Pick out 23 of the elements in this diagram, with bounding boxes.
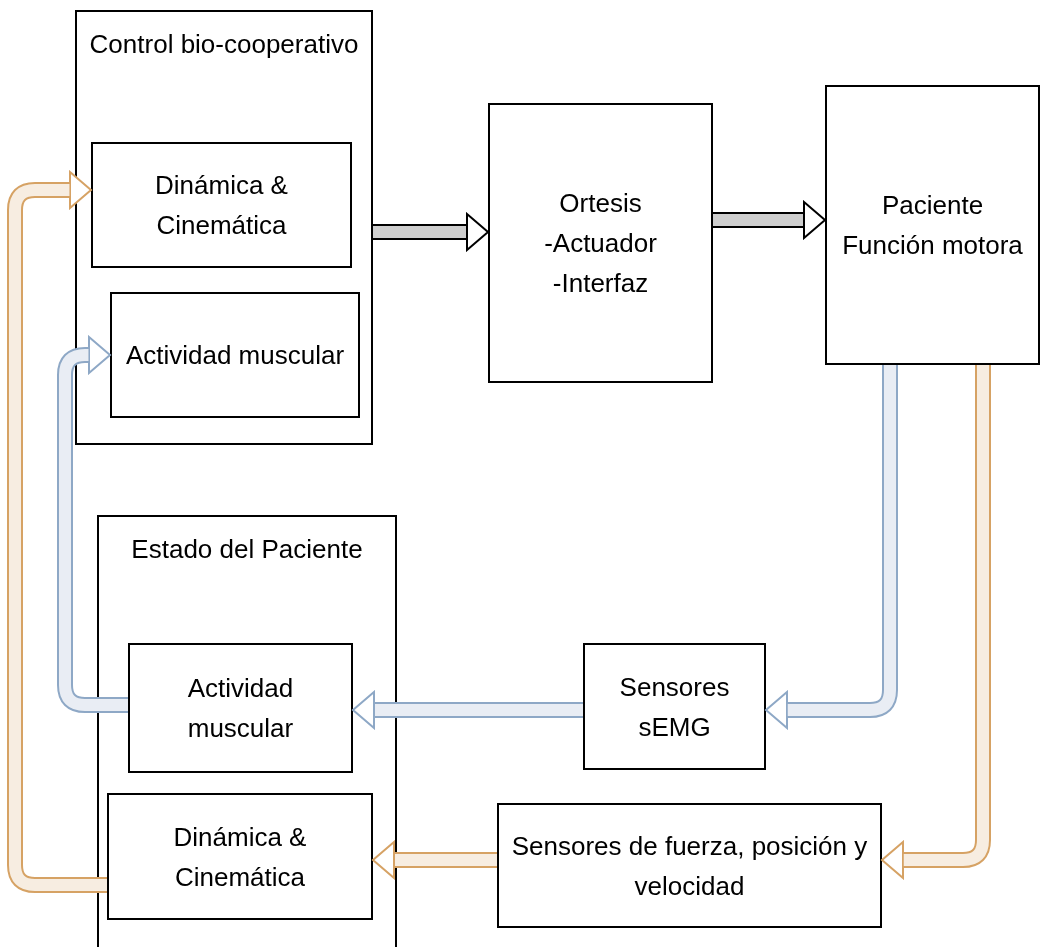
process-box	[128, 643, 353, 773]
box-label: Paciente	[881, 189, 984, 222]
box-label: Sensores sEMG	[618, 670, 731, 744]
process-box	[107, 793, 373, 920]
process-box	[110, 292, 360, 418]
box-label: Estado del Paciente	[131, 533, 363, 566]
group-box	[97, 515, 397, 947]
process-box	[497, 803, 882, 928]
group-box	[75, 10, 373, 445]
box-label: Actividad muscular	[186, 672, 295, 745]
box-label: Dinámica & Cinemática	[154, 169, 289, 242]
process-box	[91, 142, 352, 268]
box-label: Control bio-cooperativo	[89, 28, 359, 61]
box-label: Función motora	[842, 229, 1023, 262]
box-label: -Actuador	[544, 227, 657, 260]
process-box	[825, 85, 1040, 365]
process-box	[583, 643, 766, 770]
box-label: Sensores de fuerza, posición y velocidad	[510, 829, 869, 903]
box-label: Actividad muscular	[125, 339, 345, 372]
process-box	[488, 103, 713, 383]
box-label: Dinámica & Cinemática	[172, 820, 308, 894]
box-label: -Interfaz	[552, 267, 649, 300]
box-label: Ortesis	[559, 187, 642, 220]
